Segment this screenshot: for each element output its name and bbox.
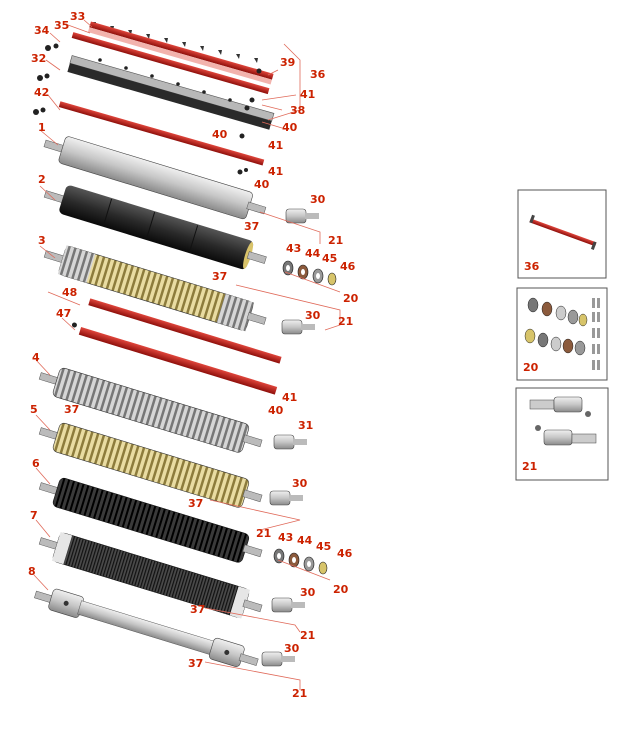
roller-2-rubber[interactable] (41, 179, 270, 275)
brush-bracket-assembly (33, 21, 275, 175)
callout-37[interactable]: 37 (190, 603, 205, 616)
end-sleeves (261, 208, 319, 667)
hardware-dots (33, 43, 262, 175)
callout-41[interactable]: 41 (268, 165, 283, 178)
inset-36-label: 36 (524, 260, 540, 273)
callout-41[interactable]: 41 (300, 88, 315, 101)
callout-47[interactable]: 47 (56, 307, 71, 320)
callout-37[interactable]: 37 (64, 403, 79, 416)
callout-43[interactable]: 43 (278, 531, 293, 544)
callout-45[interactable]: 45 (322, 252, 337, 265)
inset-20-label: 20 (523, 361, 539, 374)
callout-44[interactable]: 44 (305, 247, 321, 260)
inset-36[interactable]: 36 (517, 189, 607, 279)
callout-40[interactable]: 40 (212, 128, 228, 141)
inset-21-label: 21 (522, 460, 537, 473)
inset-20-washers (524, 297, 600, 370)
callout-2[interactable]: 2 (38, 173, 46, 186)
scraper-bar-48[interactable] (88, 298, 282, 364)
callout-39[interactable]: 39 (280, 56, 295, 69)
leader-lines (33, 19, 341, 690)
inset-20[interactable]: 20 (516, 287, 608, 381)
callout-4[interactable]: 4 (32, 351, 40, 364)
callout-20[interactable]: 20 (343, 292, 359, 305)
callout-43[interactable]: 43 (286, 242, 301, 255)
roller-7-spiral[interactable] (36, 527, 266, 623)
callout-37[interactable]: 37 (244, 220, 259, 233)
callout-6[interactable]: 6 (32, 457, 40, 470)
roller-1-smooth[interactable] (41, 130, 269, 224)
callout-42[interactable]: 42 (34, 86, 49, 99)
callout-3[interactable]: 3 (38, 234, 46, 247)
callout-48[interactable]: 48 (62, 286, 77, 299)
brush-bracket[interactable] (71, 32, 270, 95)
callout-37[interactable]: 37 (212, 270, 227, 283)
sleeve-30c[interactable] (269, 490, 303, 506)
callout-21[interactable]: 21 (300, 629, 315, 642)
callout-40[interactable]: 40 (282, 121, 298, 134)
roller-8-shaft[interactable] (32, 583, 260, 672)
callout-36[interactable]: 36 (310, 68, 326, 81)
callout-20[interactable]: 20 (333, 583, 349, 596)
callout-5[interactable]: 5 (30, 403, 38, 416)
callout-32[interactable]: 32 (31, 52, 46, 65)
roller-3-wiehle[interactable] (41, 240, 270, 336)
sleeve-30d[interactable] (271, 597, 305, 613)
inset-21[interactable]: 21 (515, 387, 609, 481)
shield-bar[interactable] (67, 55, 275, 130)
callout-21[interactable]: 21 (328, 234, 343, 247)
scraper-bar-47[interactable] (70, 322, 278, 395)
callout-21[interactable]: 21 (338, 315, 353, 328)
callout-21[interactable]: 21 (292, 687, 307, 700)
callout-33[interactable]: 33 (70, 10, 85, 23)
washer-set-lower[interactable] (273, 548, 328, 575)
callout-30[interactable]: 30 (284, 642, 300, 655)
callout-30[interactable]: 30 (310, 193, 326, 206)
callout-labels: 33 35 34 32 39 36 41 42 38 40 40 1 41 41… (28, 10, 359, 700)
washer-set-upper[interactable] (282, 260, 337, 286)
callout-41[interactable]: 41 (268, 139, 283, 152)
roller-4-grooved[interactable] (36, 362, 266, 458)
cover-bar[interactable] (58, 101, 265, 166)
callout-38[interactable]: 38 (290, 104, 305, 117)
callout-40[interactable]: 40 (268, 404, 284, 417)
callout-45[interactable]: 45 (316, 540, 331, 553)
callout-30[interactable]: 30 (292, 477, 308, 490)
callout-40[interactable]: 40 (254, 178, 270, 191)
sleeve-30e[interactable] (261, 651, 295, 667)
callout-21[interactable]: 21 (256, 527, 271, 540)
callout-46[interactable]: 46 (340, 260, 356, 273)
brush-strip[interactable] (87, 21, 274, 85)
sleeve-31[interactable] (273, 434, 307, 450)
callout-35[interactable]: 35 (54, 19, 69, 32)
callout-37[interactable]: 37 (188, 497, 203, 510)
callout-7[interactable]: 7 (30, 509, 38, 522)
callout-44[interactable]: 44 (297, 534, 313, 547)
callout-30[interactable]: 30 (300, 586, 316, 599)
callout-30[interactable]: 30 (305, 309, 321, 322)
callout-1[interactable]: 1 (38, 121, 46, 134)
sleeve-30b[interactable] (281, 319, 315, 335)
roller-5-brass[interactable] (36, 417, 266, 513)
callout-8[interactable]: 8 (28, 565, 36, 578)
callout-41[interactable]: 41 (282, 391, 297, 404)
callout-31[interactable]: 31 (298, 419, 313, 432)
callout-37[interactable]: 37 (188, 657, 203, 670)
sleeve-30a[interactable] (285, 208, 319, 224)
callout-34[interactable]: 34 (34, 24, 50, 37)
roller-6-black[interactable] (36, 472, 266, 568)
inset-21-sleeves (529, 396, 597, 446)
callout-46[interactable]: 46 (337, 547, 353, 560)
